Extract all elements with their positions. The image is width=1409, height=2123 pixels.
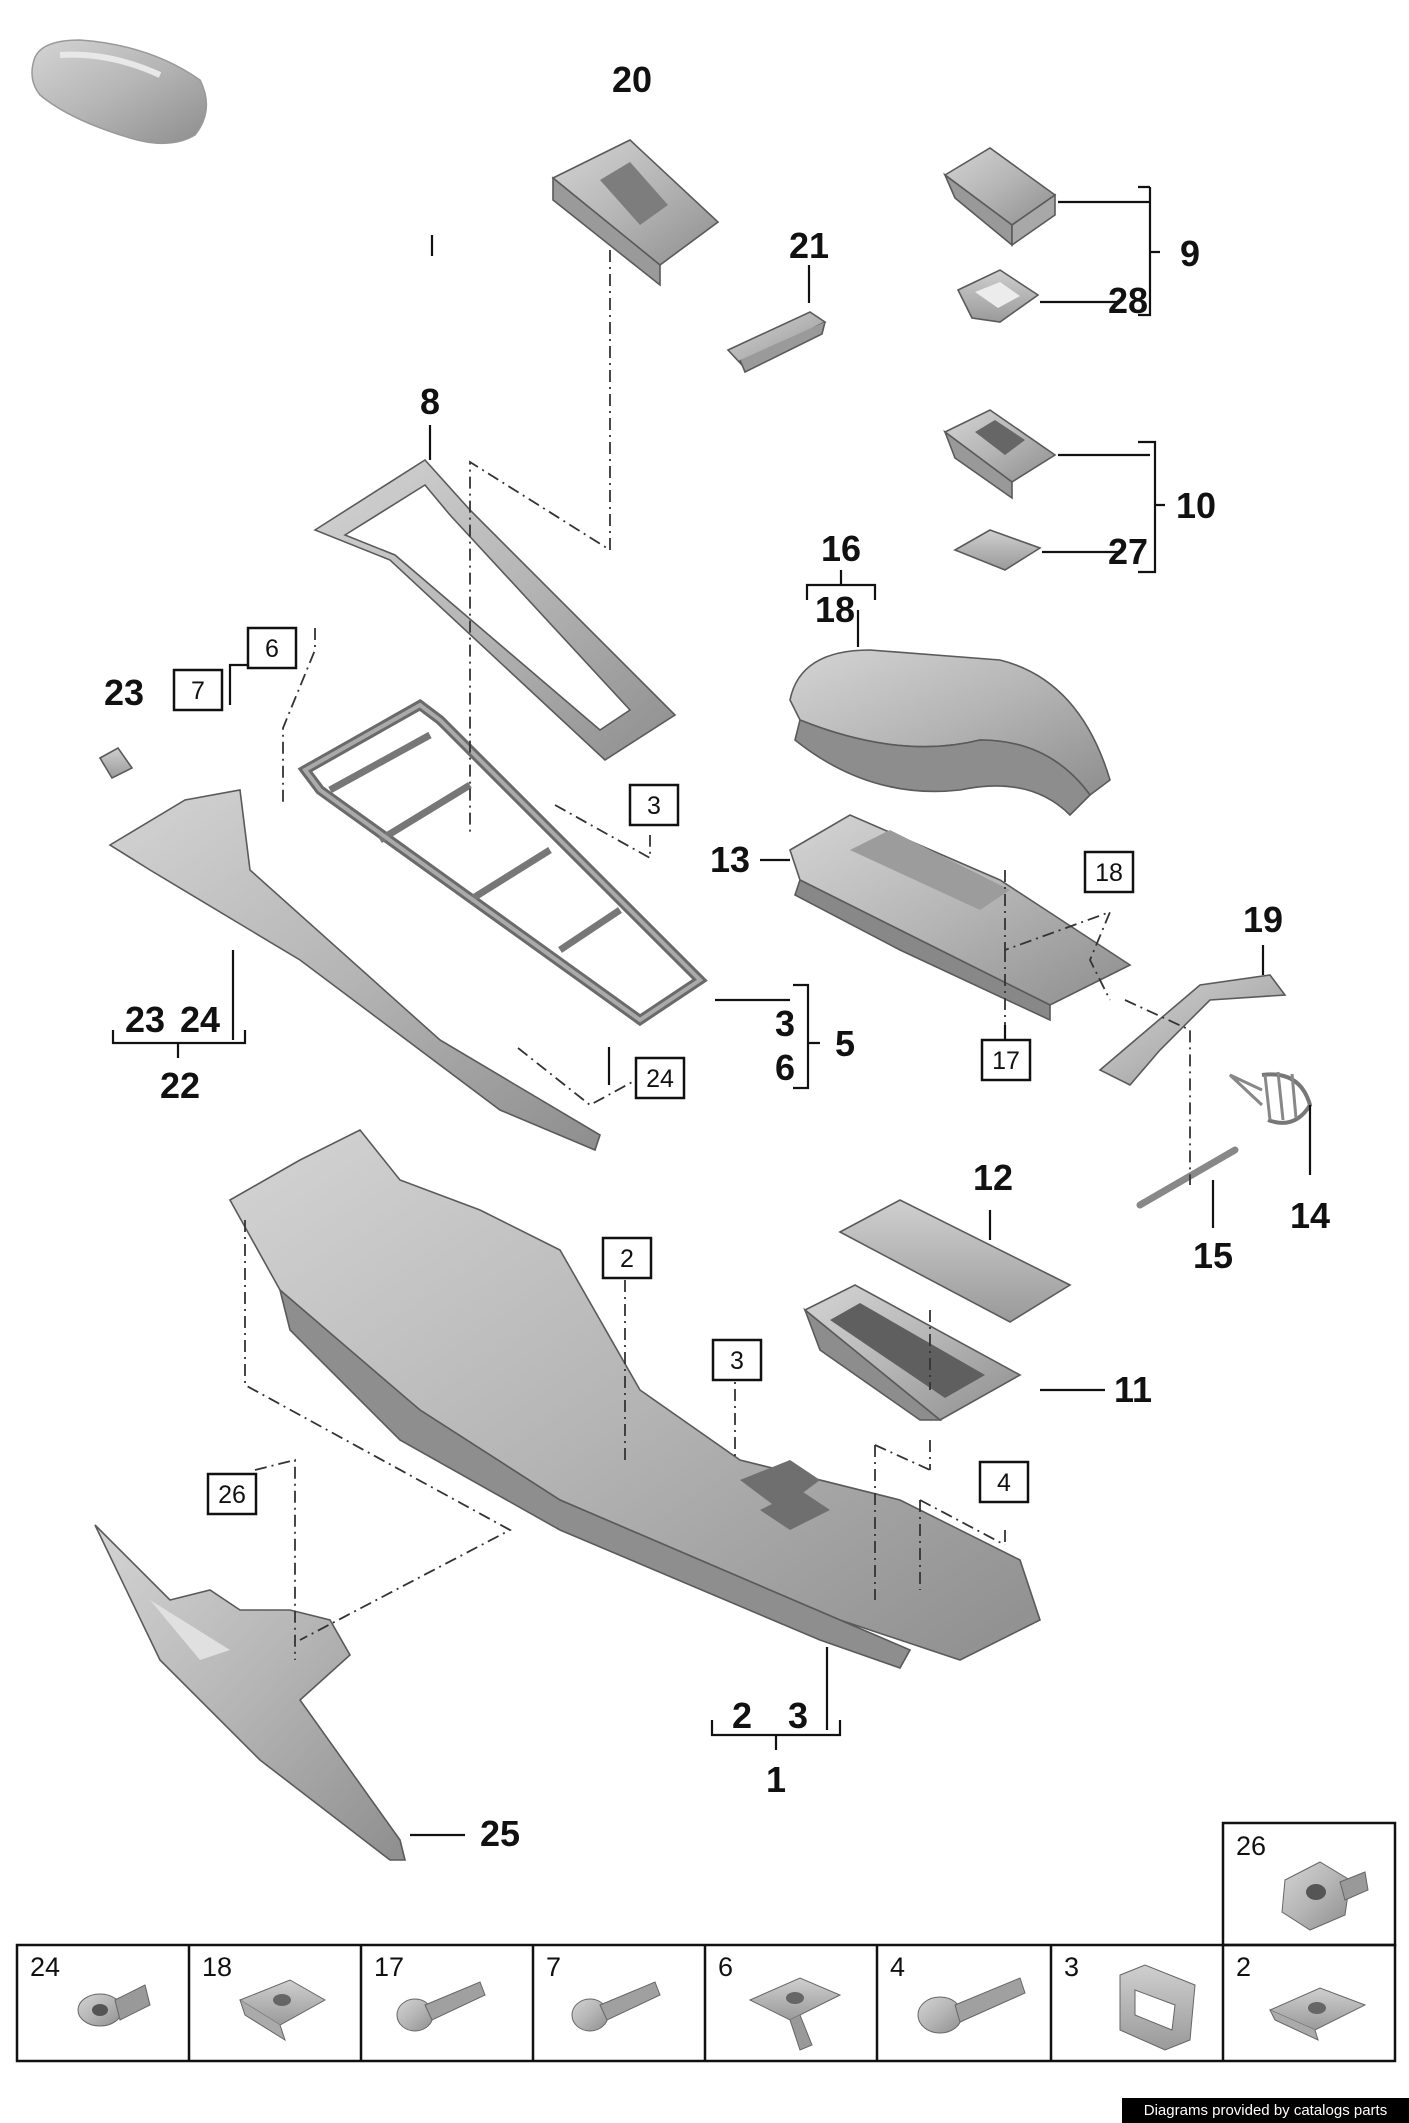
callout-23-top: 23 xyxy=(104,672,144,713)
callout-3-bottom: 3 xyxy=(788,1695,808,1736)
part-1-main-console xyxy=(228,1128,1041,1669)
collar-screw-icon xyxy=(571,1981,661,2032)
part-15-rod xyxy=(1136,1146,1239,1209)
part-10-cupholder xyxy=(943,409,1057,500)
part-13-armrest-base xyxy=(789,814,1132,1022)
legend-num-24: 24 xyxy=(30,1952,60,1982)
boxed-references: 6 7 3 18 17 24 2 3 4 26 xyxy=(172,626,1135,1516)
legend-num-26: 26 xyxy=(1236,1831,1266,1861)
part-16-armrest xyxy=(789,649,1111,817)
part-22-side-panel xyxy=(108,789,601,1152)
part-14-spring xyxy=(1228,1071,1313,1125)
spring-clip-icon xyxy=(238,1979,327,2042)
boxed-ref-3-upper: 3 xyxy=(647,792,661,820)
leader-lines xyxy=(111,185,1312,1837)
callout-21: 21 xyxy=(789,225,829,266)
legend-num-2: 2 xyxy=(1236,1952,1251,1982)
callout-11: 11 xyxy=(1114,1369,1152,1410)
callout-1: 1 xyxy=(766,1759,786,1800)
callout-25: 25 xyxy=(480,1813,520,1854)
dash-lines xyxy=(244,250,1191,1660)
part-23-clip xyxy=(98,746,134,780)
callout-14: 14 xyxy=(1290,1195,1330,1236)
callout-20: 20 xyxy=(612,59,652,100)
part-27-mat xyxy=(953,529,1042,571)
callout-12: 12 xyxy=(973,1157,1013,1198)
callout-6: 6 xyxy=(775,1047,795,1088)
retaining-clip-icon xyxy=(1119,1964,1196,2051)
boxed-ref-6: 6 xyxy=(265,635,279,663)
part-19-bracket xyxy=(1098,974,1287,1086)
callout-8: 8 xyxy=(420,381,440,422)
sheet-nut-icon xyxy=(1268,1987,1367,2041)
part-12-mat xyxy=(838,1199,1072,1323)
callout-16: 16 xyxy=(821,528,861,569)
part-5-bracket-frame xyxy=(297,699,708,1027)
part-28-insert xyxy=(956,269,1040,323)
legend-num-7: 7 xyxy=(546,1952,561,1982)
boxed-ref-17: 17 xyxy=(992,1047,1020,1075)
boxed-ref-24: 24 xyxy=(646,1065,674,1093)
callout-27: 27 xyxy=(1108,531,1148,572)
legend-num-3: 3 xyxy=(1064,1952,1079,1982)
flanged-bushing-icon xyxy=(77,1984,151,2027)
callout-2: 2 xyxy=(732,1695,752,1736)
part-8-trim-frame xyxy=(313,458,677,762)
callout-3: 3 xyxy=(775,1003,795,1044)
boxed-ref-4: 4 xyxy=(997,1469,1011,1497)
expanding-rivet-icon xyxy=(1281,1861,1369,1931)
callout-numbers: 20 21 9 28 8 10 27 16 18 23 13 19 23 24 … xyxy=(104,59,1330,1854)
callout-23: 23 xyxy=(125,999,165,1040)
callout-15: 15 xyxy=(1193,1235,1233,1276)
callout-9: 9 xyxy=(1180,233,1200,274)
part-25-lower-panel xyxy=(94,1524,407,1861)
callout-19: 19 xyxy=(1243,899,1283,940)
part-9-compartment xyxy=(943,147,1057,247)
fastener-legend: 24 18 17 7 6 4 3 2 26 xyxy=(15,1821,1397,2063)
legend-num-17: 17 xyxy=(374,1952,404,1982)
part-11-tray xyxy=(803,1284,1022,1421)
boxed-ref-26: 26 xyxy=(218,1481,246,1509)
bolt-icon xyxy=(917,1977,1026,2034)
vehicle-thumbnail-icon xyxy=(31,39,208,145)
part-21-bracket xyxy=(726,311,827,374)
callout-24: 24 xyxy=(180,999,220,1040)
credit-label: Diagrams provided by catalogs parts xyxy=(1122,2098,1409,2123)
callout-5: 5 xyxy=(835,1023,855,1064)
boxed-ref-18: 18 xyxy=(1095,859,1123,887)
legend-num-6: 6 xyxy=(718,1952,733,1982)
callout-18: 18 xyxy=(815,589,855,630)
legend-num-4: 4 xyxy=(890,1952,905,1982)
collar-screw-icon xyxy=(396,1981,486,2032)
sheet-nut-icon xyxy=(748,1977,842,2051)
boxed-ref-2: 2 xyxy=(620,1245,634,1273)
callout-10: 10 xyxy=(1176,485,1216,526)
callout-22: 22 xyxy=(160,1065,200,1106)
boxed-ref-3-lower: 3 xyxy=(730,1347,744,1375)
part-20-shift-trim xyxy=(551,139,720,287)
legend-num-18: 18 xyxy=(202,1952,232,1982)
callout-28: 28 xyxy=(1108,280,1148,321)
boxed-ref-7: 7 xyxy=(191,677,205,705)
callout-13: 13 xyxy=(710,839,750,880)
